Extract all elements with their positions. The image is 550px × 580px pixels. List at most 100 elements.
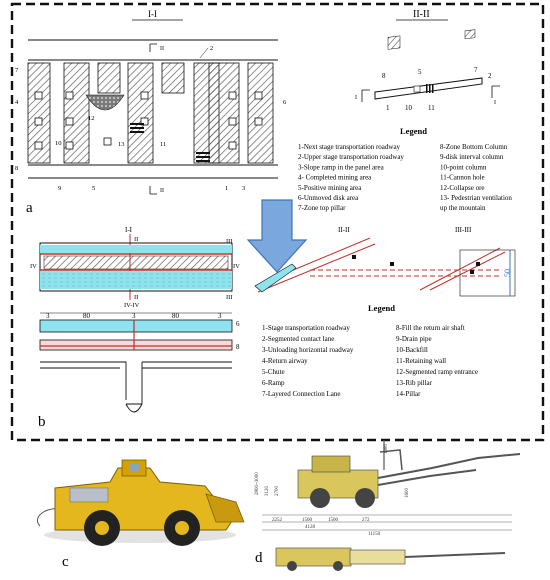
section-title-i-i: I-I [148, 9, 157, 19]
dim-d-11150: 11150 [368, 532, 381, 537]
callout-a-3: 3 [242, 185, 245, 192]
legend-b-item-right-5: 13-Rib pillar [396, 379, 433, 387]
section-mark-ii-bottom: II [160, 188, 164, 194]
panel-b-plan: I-I II II III III IV IV IV-IV [30, 226, 240, 309]
callout-a-2: 2 [210, 45, 213, 52]
dim-b-span2: 80 [172, 312, 180, 320]
callout-a-9: 9 [58, 185, 61, 192]
callout-a2-1: 1 [386, 104, 390, 112]
legend-b-item-right-3: 11-Retaining wall [396, 357, 446, 365]
loader-illustration [37, 459, 245, 546]
callout-a-8: 8 [15, 165, 18, 172]
dim-d-1500b: 1500 [328, 518, 339, 523]
mark-b-ii-bottom: II [134, 294, 138, 301]
mark-b-ii-top: II [134, 236, 138, 243]
legend-a-item-left-2: 3-Slope ramp in the panel area [298, 163, 385, 171]
mark-b-iv-right: IV [233, 263, 240, 270]
legend-a-item-right-3: 11-Cannon hole [440, 174, 485, 182]
legend-a-item-right-1: 9-disk interval column [440, 153, 504, 161]
mark-b-iv-left: IV [30, 263, 37, 270]
dim-b-depth: 50 [503, 269, 512, 277]
callout-a-4: 4 [15, 99, 19, 106]
panel-a-profile-section: II-II I I 8 5 7 2 1 10 11 [355, 9, 500, 112]
dim-d-2700: 2700 [275, 486, 280, 497]
legend-a-item-right-6: up the mountain [440, 204, 486, 212]
mark-b-iii-top: III [226, 238, 233, 245]
legend-b-item-right-0: 8-Fill the return air shaft [396, 324, 465, 332]
callout-a2-10: 10 [405, 104, 413, 112]
panel-b-iv-section: 3 80 3 80 3 6 8 [39, 312, 240, 413]
legend-a-item-left-3: 4- Completed mining area [298, 174, 372, 182]
legend-b-item-left-2: 3-Unloading horizontal roadway [262, 346, 354, 354]
dim-d-3120: 3120 [265, 486, 270, 497]
dim-b-center: 3 [132, 312, 136, 320]
callout-a-10: 10 [55, 140, 62, 147]
legend-b-item-left-6: 7-Layered Connection Lane [262, 390, 341, 398]
legend-b-item-right-2: 10-Backfill [396, 346, 428, 354]
dim-b-span1: 80 [83, 312, 91, 320]
callout-a-6: 6 [283, 99, 287, 106]
legend-a-item-left-5: 6-Unmoved disk area [298, 194, 359, 202]
mark-b-iii-bottom: III [226, 294, 233, 301]
legend-a-item-right-5: 13- Pedestrian ventilation [440, 194, 512, 202]
dim-d-1980: 1980 [384, 444, 389, 455]
callout-a-11: 11 [160, 141, 166, 148]
section-b-i-i: I-I [125, 226, 133, 234]
panel-label-a: a [26, 200, 33, 216]
panel-b-legend: Legend 1-Stage transportation roadway 2-S… [262, 303, 478, 398]
legend-b-item-left-0: 1-Stage transportation roadway [262, 324, 350, 332]
legend-b-item-left-4: 5-Chute [262, 368, 285, 376]
callout-a2-7: 7 [474, 66, 478, 74]
flow-arrow [246, 199, 308, 273]
section-b-iv-iv: IV-IV [124, 302, 140, 309]
legend-b-item-right-4: 12-Segmented ramp entrance [396, 368, 478, 376]
legend-a-item-right-0: 8-Zone Bottom Column [440, 143, 508, 151]
legend-b-title: Legend [368, 303, 395, 313]
dim-d-1500a: 1500 [302, 518, 313, 523]
panel-a-legend: Legend 1-Next stage transportation roadw… [298, 126, 512, 212]
callout-a-7: 7 [15, 67, 19, 74]
dim-b-h1: 6 [236, 320, 240, 328]
legend-b-item-left-5: 6-Ramp [262, 379, 285, 387]
callout-a-5: 5 [92, 185, 95, 192]
section-b-ii-ii: II-II [338, 226, 350, 234]
dim-d-272: 272 [362, 518, 370, 523]
dim-b-right: 3 [218, 312, 222, 320]
legend-a-item-left-1: 2-Upper stage transportation roadway [298, 153, 404, 161]
section-b-iii-iii: III-III [455, 226, 472, 234]
dashed-frame [10, 2, 545, 442]
legend-a-item-right-2: 10-point column [440, 163, 487, 171]
legend-a-item-right-4: 12-Collapse ore [440, 184, 485, 192]
drill-jumbo-drawing: 2252 1500 1500 272 4128 11150 2800~3000 … [255, 440, 521, 571]
legend-b-item-left-1: 2-Segmented contact lane [262, 335, 334, 343]
callout-a-1: 1 [225, 185, 228, 192]
section-mark-i-right: I [494, 100, 496, 106]
section-mark-i-left: I [355, 95, 357, 101]
dim-d-4128: 4128 [305, 525, 316, 530]
dim-b-left: 3 [46, 312, 50, 320]
legend-b-item-right-6: 14-Pillar [396, 390, 421, 398]
legend-b-item-left-3: 4-Return airway [262, 357, 308, 365]
section-title-ii-ii: II-II [413, 9, 430, 20]
callout-a2-2: 2 [488, 72, 492, 80]
callout-a2-5: 5 [418, 68, 422, 76]
callout-a2-11: 11 [428, 104, 435, 112]
panel-label-b: b [38, 414, 46, 430]
dim-d-1600: 1600 [405, 488, 410, 499]
panel-label-d: d [255, 550, 263, 566]
legend-a-item-left-0: 1-Next stage transportation roadway [298, 143, 401, 151]
panel-b-profiles: II-II III-III 50 [254, 226, 516, 297]
legend-a-item-left-4: 5-Positive mining area [298, 184, 362, 192]
callout-a-13: 13 [118, 141, 125, 148]
legend-a-item-left-6: 7-Zone top pillar [298, 204, 346, 212]
panel-label-c: c [62, 554, 69, 570]
callout-a2-8: 8 [382, 72, 386, 80]
legend-b-item-right-1: 9-Drain pipe [396, 335, 432, 343]
callout-a-12: 12 [88, 115, 95, 122]
dim-d-2800: 2800~3000 [255, 472, 260, 495]
panel-a-plan-section: I-I II II [15, 9, 287, 195]
dim-d-2252: 2252 [272, 518, 283, 523]
legend-a-title: Legend [400, 126, 427, 136]
dim-b-h2: 8 [236, 343, 240, 351]
